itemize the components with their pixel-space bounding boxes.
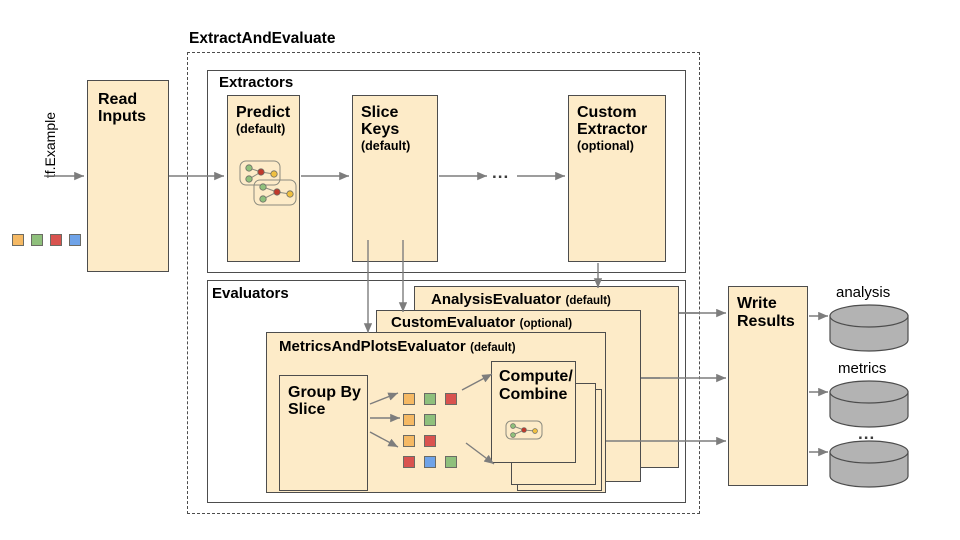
slice-square [403, 435, 415, 447]
slice-square [403, 414, 415, 426]
compute-combine-label: Compute/ Combine [499, 368, 573, 403]
extractor-predict-title: Predict [236, 104, 291, 121]
cylinder-analysis-icon[interactable] [828, 304, 910, 352]
evaluator-custom-title: CustomEvaluator [391, 314, 516, 331]
evaluator-metrics-title: MetricsAndPlotsEvaluator [279, 338, 466, 355]
legend-square-orange [12, 234, 24, 246]
legend-square-red [50, 234, 62, 246]
extractor-predict-subtitle: (default) [236, 122, 286, 136]
output-label-analysis: analysis [836, 284, 891, 301]
extractors-group-label: Extractors [219, 74, 294, 91]
extractors-ellipsis: ... [492, 163, 510, 182]
model-graph-icon [239, 160, 297, 206]
group-by-slice-label: Group By Slice [288, 384, 361, 418]
evaluators-group-label: Evaluators [212, 285, 289, 302]
group-by-slice-box[interactable]: Group By Slice [279, 375, 368, 491]
slice-square [424, 435, 436, 447]
cylinder-metrics-icon[interactable] [828, 380, 910, 428]
extractor-box-slice-keys[interactable]: Slice Keys (default) [352, 95, 438, 262]
extractor-box-predict[interactable]: Predict (default) [227, 95, 300, 262]
evaluator-analysis-title: AnalysisEvaluator [431, 291, 562, 308]
extractor-box-custom[interactable]: Custom Extractor (optional) [568, 95, 666, 262]
slice-squares-grid [403, 393, 465, 471]
legend-square-blue [69, 234, 81, 246]
output-label-metrics: metrics [838, 360, 887, 377]
evaluator-analysis-subtitle: (default) [565, 295, 611, 307]
evaluator-metrics-header: MetricsAndPlotsEvaluator (default) [267, 333, 605, 356]
evaluator-analysis-header: AnalysisEvaluator (default) [415, 287, 678, 309]
read-inputs-label: Read Inputs [98, 91, 146, 125]
extractor-custom-subtitle: (optional) [577, 139, 634, 153]
evaluator-custom-header: CustomEvaluator (optional) [377, 311, 640, 332]
output-label-ellipsis: ... [858, 424, 876, 443]
write-results-label: Write Results [737, 295, 795, 330]
slice-square [424, 456, 436, 468]
read-inputs-box[interactable]: Read Inputs [87, 80, 169, 272]
slice-square [445, 393, 457, 405]
cylinder-other-icon[interactable] [828, 440, 910, 488]
compute-combine-card[interactable]: Compute/ Combine [491, 361, 576, 463]
slice-square [445, 456, 457, 468]
extractor-slice-keys-subtitle: (default) [361, 139, 411, 153]
evaluator-metrics-subtitle: (default) [470, 342, 516, 354]
model-graph-icon [505, 420, 543, 440]
slice-square [424, 414, 436, 426]
legend-squares [12, 234, 82, 250]
slice-square [403, 393, 415, 405]
extract-and-evaluate-title: ExtractAndEvaluate [189, 30, 336, 47]
extractor-custom-title: Custom Extractor [577, 104, 648, 138]
write-results-box[interactable]: Write Results [728, 286, 808, 486]
evaluator-custom-subtitle: (optional) [519, 318, 573, 330]
slice-square [403, 456, 415, 468]
extract-and-evaluate-container [187, 52, 700, 514]
slice-square [424, 393, 436, 405]
legend-square-green [31, 234, 43, 246]
tf-example-label: tf.Example [42, 112, 58, 179]
extractor-slice-keys-title: Slice Keys [361, 104, 400, 138]
evaluator-card-metrics-and-plots[interactable]: MetricsAndPlotsEvaluator (default) Group… [266, 332, 606, 493]
